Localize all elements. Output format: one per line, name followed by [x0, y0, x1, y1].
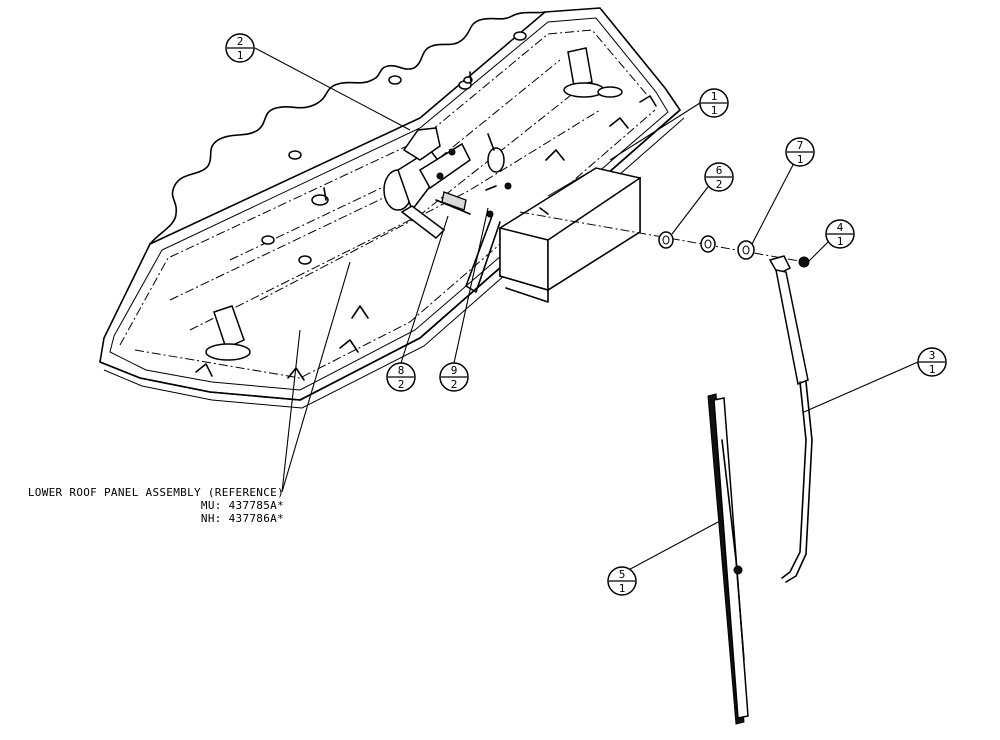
wiper-blade — [707, 393, 749, 725]
callout-7: 7 1 — [785, 137, 815, 167]
svg-text:1: 1 — [837, 235, 844, 248]
callout-9: 9 2 — [439, 362, 469, 392]
svg-text:8: 8 — [398, 364, 405, 377]
callout-2: 2 1 — [225, 33, 255, 63]
cover-shroud — [499, 167, 641, 303]
svg-text:5: 5 — [619, 568, 626, 581]
svg-text:1: 1 — [237, 49, 244, 62]
washer-stack — [519, 211, 810, 268]
reference-mu-part: MU: 437785A* — [200, 499, 284, 512]
callout-6: 6 2 — [704, 162, 734, 192]
svg-text:7: 7 — [797, 139, 804, 152]
svg-text:2: 2 — [237, 35, 244, 48]
svg-text:1: 1 — [619, 582, 626, 595]
svg-text:2: 2 — [716, 178, 723, 191]
callout-1: 1 1 — [699, 88, 729, 118]
lower-roof-panel — [99, 7, 685, 409]
reference-note: LOWER ROOF PANEL ASSEMBLY (REFERENCE) MU… — [22, 486, 284, 525]
callout-5: 5 1 — [607, 566, 637, 596]
svg-text:3: 3 — [929, 349, 936, 362]
svg-text:4: 4 — [837, 221, 844, 234]
svg-text:2: 2 — [398, 378, 405, 391]
wiper-arm — [768, 255, 813, 583]
reference-nh-part: NH: 437786A* — [200, 512, 284, 525]
svg-text:6: 6 — [716, 164, 723, 177]
callout-3: 3 1 — [917, 347, 947, 377]
callout-8: 8 2 — [386, 362, 416, 392]
svg-text:1: 1 — [929, 363, 936, 376]
svg-text:9: 9 — [451, 364, 458, 377]
callout-4: 4 1 — [825, 219, 855, 249]
svg-text:1: 1 — [797, 153, 804, 166]
svg-text:1: 1 — [711, 104, 718, 117]
svg-text:2: 2 — [451, 378, 458, 391]
svg-text:1: 1 — [711, 90, 718, 103]
wiper-motor — [383, 127, 512, 293]
reference-title: LOWER ROOF PANEL ASSEMBLY (REFERENCE) — [27, 486, 284, 499]
